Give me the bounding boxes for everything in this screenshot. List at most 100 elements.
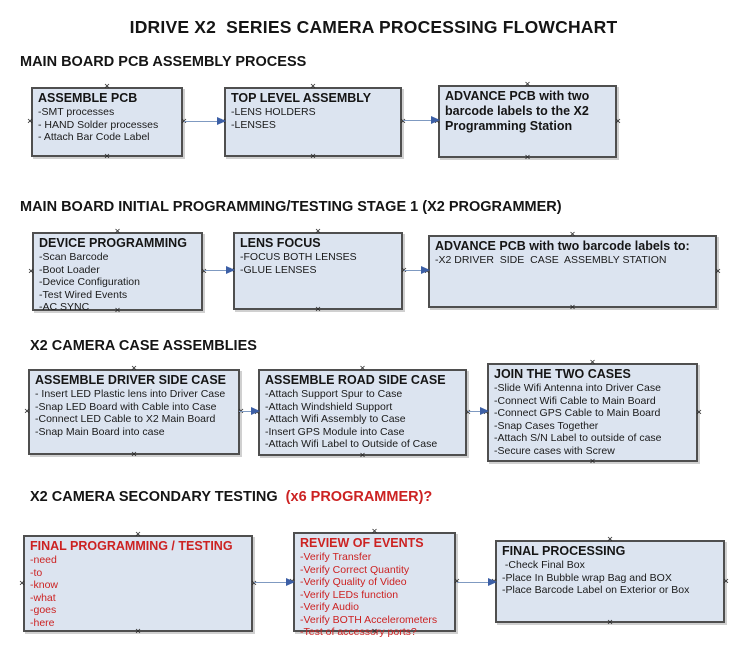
flow-arrow (239, 407, 260, 415)
box-item-line: -Connect GPS Cable to Main Board (494, 407, 661, 419)
arrowhead-icon (286, 578, 295, 586)
flow-box-final-processing: FINAL PROCESSING -Check Final Box-Place … (491, 535, 729, 628)
connector-handle-icon: × (103, 151, 111, 162)
flow-box-final-programming-testing: FINAL PROGRAMMING / TESTING -need-to-kno… (19, 530, 257, 637)
box-item-line: -Place In Bubble wrap Bag and BOX (502, 571, 672, 584)
connector-handle-icon: × (614, 115, 621, 127)
box-item-line: -Verify LEDs function (300, 588, 399, 601)
section-heading-initial-programming: MAIN BOARD INITIAL PROGRAMMING/TESTING S… (20, 199, 562, 215)
box-item-line: -FOCUS BOTH LENSES (240, 251, 357, 263)
box-title: ADVANCE PCB with two barcode labels to t… (445, 89, 590, 133)
section-heading-case-assemblies: X2 CAMERA CASE ASSEMBLIES (30, 338, 257, 354)
flow-arrow (457, 578, 497, 586)
box-item-line: -Attach Wifi Assembly to Case (265, 413, 406, 425)
box-title: REVIEW OF EVENTS (300, 536, 424, 550)
box-item-line: -Check Final Box (502, 559, 585, 571)
heading-red-text: (x6 PROGRAMMER)? (285, 489, 433, 505)
box-item-line: -AC SYNC (39, 301, 90, 313)
flow-arrow (404, 266, 430, 274)
arrowhead-icon (488, 578, 497, 586)
box-item-line: -here (30, 616, 55, 629)
box-item-line: -Attach Wifi Label to Outside of Case (265, 438, 438, 450)
connector-handle-icon: × (695, 406, 702, 418)
connector-handle-icon: × (24, 406, 31, 417)
box-title: JOIN THE TWO CASES (494, 367, 631, 381)
box-title: ASSEMBLE ROAD SIDE CASE (265, 373, 446, 387)
box-items: -Scan Barcode-Boot Loader-Device Configu… (39, 251, 196, 314)
connector-handle-icon: × (569, 302, 576, 313)
connector-handle-icon: × (714, 265, 721, 277)
connector-handle-icon: × (589, 456, 596, 467)
section-heading-secondary-testing: X2 CAMERA SECONDARY TESTING (x6 PROGRAMM… (30, 489, 432, 505)
flow-arrow (204, 266, 235, 274)
box-item-line: -LENS HOLDERS (231, 106, 316, 118)
connector-handle-icon: × (400, 265, 407, 276)
connector-handle-icon: × (28, 265, 35, 277)
connector-handle-icon: × (237, 406, 244, 417)
box-items: -Verify Transfer-Verify Correct Quantity… (300, 551, 449, 639)
connector-handle-icon: × (200, 265, 207, 277)
arrowhead-icon (251, 407, 260, 415)
box-item-line: -Attach Windshield Support (265, 400, 393, 413)
connector-handle-icon: × (359, 450, 366, 461)
box-title: FINAL PROGRAMMING / TESTING (30, 539, 233, 553)
box-item-line: -Snap Cases Together (494, 419, 599, 432)
heading-black-text: X2 CAMERA SECONDARY TESTING (30, 489, 286, 505)
connector-handle-icon: × (309, 151, 317, 162)
box-title: FINAL PROCESSING (502, 544, 626, 558)
box-item-line: -Snap LED Board with Cable into Case (35, 400, 217, 413)
box-item-line: -goes (30, 604, 57, 616)
section-heading-pcb-assembly: MAIN BOARD PCB ASSEMBLY PROCESS (20, 54, 307, 70)
box-item-line: -Verify Audio (300, 601, 359, 613)
box-item-line: -Attach Support Spur to Case (265, 388, 403, 400)
box-item-line: -Test Wired Events (39, 288, 128, 301)
box-items: -Check Final Box-Place In Bubble wrap Ba… (502, 559, 718, 597)
flow-box-review-of-events: REVIEW OF EVENTS -Verify Transfer-Verify… (289, 527, 460, 639)
flow-arrow (254, 578, 295, 586)
box-item-line: -to (30, 566, 43, 579)
connector-handle-icon: × (314, 304, 322, 315)
box-items: -Slide Wifi Antenna into Driver Case-Con… (494, 382, 691, 457)
connector-handle-icon: × (524, 152, 531, 163)
flow-box-advance-pcb-programming-station: ADVANCE PCB with two barcode labels to t… (434, 80, 621, 163)
box-title: DEVICE PROGRAMMING (39, 236, 187, 250)
box-item-line: -SMT processes (38, 106, 115, 118)
arrowhead-icon (431, 116, 440, 124)
box-item-line: -Verify Transfer (300, 551, 372, 563)
box-item-line: -Place Barcode Label on Exterior or Box (502, 584, 690, 596)
box-item-line: -know (30, 579, 59, 591)
box-item-line: -Verify BOTH Accelerometers (300, 613, 438, 626)
connector-handle-icon: × (250, 577, 257, 589)
flow-box-advance-pcb-driver-side-station: ADVANCE PCB with two barcode labels to: … (424, 230, 721, 313)
box-title: ADVANCE PCB with two barcode labels to: (435, 239, 690, 253)
box-items: -FOCUS BOTH LENSES-GLUE LENSES (240, 251, 396, 276)
arrowhead-icon (480, 407, 489, 415)
box-item-line: -Scan Barcode (39, 251, 109, 263)
flowchart-title: IDRIVE X2 SERIES CAMERA PROCESSING FLOWC… (129, 17, 618, 37)
box-items: -Attach Support Spur to Case-Attach Wind… (265, 388, 460, 451)
arrowhead-icon (217, 117, 226, 125)
box-items: -SMT processes- HAND Solder processes- A… (38, 106, 176, 144)
flow-box-assemble-road-side-case: ASSEMBLE ROAD SIDE CASE -Attach Support … (254, 364, 471, 461)
box-item-line: -what (30, 591, 56, 604)
box-title: ASSEMBLE PCB (38, 91, 138, 105)
flow-box-join-two-cases: JOIN THE TWO CASES -Slide Wifi Antenna i… (483, 358, 702, 467)
connector-handle-icon: × (399, 116, 406, 127)
box-item-line: -Connect LED Cable to X2 Main Board (35, 413, 216, 425)
connector-handle-icon: × (27, 116, 34, 127)
box-items: - Insert LED Plastic lens into Driver Ca… (35, 388, 233, 438)
connector-handle-icon: × (19, 577, 26, 589)
box-item-line: -Slide Wifi Antenna into Driver Case (494, 382, 661, 394)
box-item-line: -Device Configuration (39, 276, 140, 288)
box-item-line: -Connect Wifi Cable to Main Board (494, 394, 656, 407)
box-item-line: -Boot Loader (39, 263, 100, 276)
connector-handle-icon: × (130, 449, 138, 460)
box-items: -X2 DRIVER SIDE CASE ASSEMBLY STATION (435, 254, 710, 267)
box-item-line: -Verify Correct Quantity (300, 563, 410, 576)
flow-box-top-level-assembly: TOP LEVEL ASSEMBLY -LENS HOLDERS-LENSES … (220, 82, 406, 162)
connector-handle-icon: × (464, 406, 471, 418)
box-item-line: -Attach S/N Label to outside of case (494, 432, 662, 444)
box-item-line: -Insert GPS Module into Case (265, 425, 405, 438)
box-title: ASSEMBLE DRIVER SIDE CASE (35, 373, 227, 387)
